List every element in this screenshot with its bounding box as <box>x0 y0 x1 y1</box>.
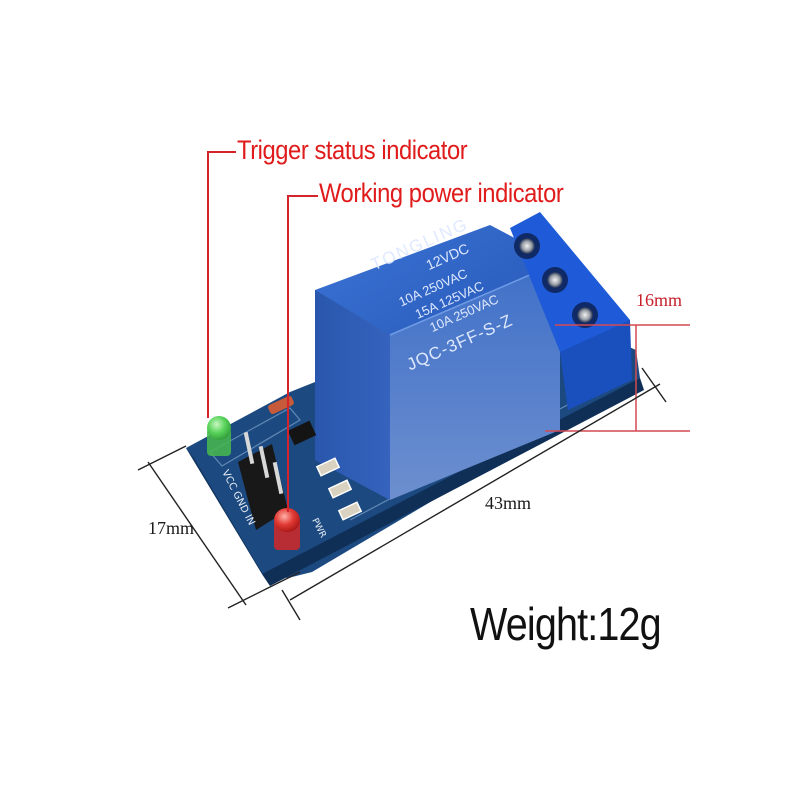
resistor <box>327 479 353 499</box>
screw-icon <box>547 272 563 288</box>
resistor <box>315 457 341 477</box>
trigger-status-callout: Trigger status indicator <box>237 135 468 165</box>
header-pin <box>272 461 284 495</box>
resistor <box>337 501 363 521</box>
header-pin <box>258 445 270 479</box>
width-dimension-label: 17mm <box>148 518 195 538</box>
transistor <box>287 420 317 446</box>
working-power-callout: Working power indicator <box>319 178 564 208</box>
screw-icon <box>577 307 593 323</box>
trigger-leader-line <box>207 151 236 418</box>
width-dimension-line <box>147 461 247 606</box>
header-pin <box>243 431 255 465</box>
power-led <box>274 508 300 550</box>
length-dimension-label: 43mm <box>485 493 532 513</box>
smd-components <box>238 395 363 530</box>
weight-label: Weight:12g <box>470 598 662 650</box>
screw-icon <box>519 238 535 254</box>
height-dimension-lines <box>545 324 690 432</box>
screw-terminal <box>510 212 632 410</box>
callout-leaders <box>207 151 318 512</box>
power-leader-line <box>287 195 318 512</box>
trigger-status-led <box>207 416 231 456</box>
length-dimension-line <box>289 383 661 601</box>
length-width-dimension-lines <box>137 367 667 621</box>
relay-body <box>315 225 561 500</box>
height-dimension-label: 16mm <box>636 290 683 310</box>
